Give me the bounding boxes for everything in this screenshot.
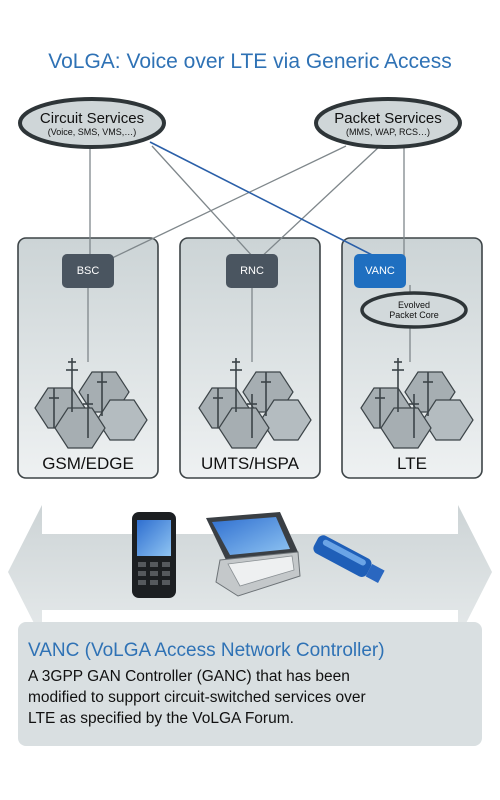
mobile-phone-icon <box>132 512 176 598</box>
diagram-title: VoLGA: Voice over LTE via Generic Access <box>48 50 452 73</box>
vanc-info-line1: A 3GPP GAN Controller (GANC) that has be… <box>28 668 350 685</box>
packet-services-name: Packet Services <box>334 110 442 127</box>
vanc-info-panel <box>18 622 482 746</box>
vanc-box: VANC <box>354 254 406 288</box>
evolved-packet-core-oval <box>360 291 468 329</box>
evolved-packet-core-label: Evolved Packet Core <box>362 300 466 320</box>
vanc-info-heading: VANC (VoLGA Access Network Controller) <box>28 640 385 661</box>
vanc-info-line2: modified to support circuit-switched ser… <box>28 689 366 706</box>
epc-line1: Evolved <box>397 300 431 310</box>
rnc-box: RNC <box>226 254 278 288</box>
vanc-info-line3: LTE as specified by the VoLGA Forum. <box>28 710 294 727</box>
packet-services-detail: (MMS, WAP, RCS…) <box>345 127 430 137</box>
netbook-icon <box>206 512 301 597</box>
circuit-services-label: Circuit Services (Voice, SMS, VMS,…) <box>20 110 164 137</box>
circuit-services-name: Circuit Services <box>39 110 145 127</box>
umts-hspa-label: UMTS/HSPA <box>201 454 299 473</box>
packet-services-label: Packet Services (MMS, WAP, RCS…) <box>316 110 460 137</box>
circuit-services-oval <box>18 97 166 149</box>
epc-line2: Packet Core <box>389 310 439 320</box>
circuit-services-detail: (Voice, SMS, VMS,…) <box>47 127 137 137</box>
bsc-box: BSC <box>62 254 114 288</box>
vanc-info-body: A 3GPP GAN Controller (GANC) that has be… <box>28 666 448 729</box>
usb-modem-icon <box>313 535 385 583</box>
lte-label: LTE <box>397 454 427 473</box>
packet-services-oval <box>314 97 462 149</box>
gsm-edge-label: GSM/EDGE <box>42 454 134 473</box>
